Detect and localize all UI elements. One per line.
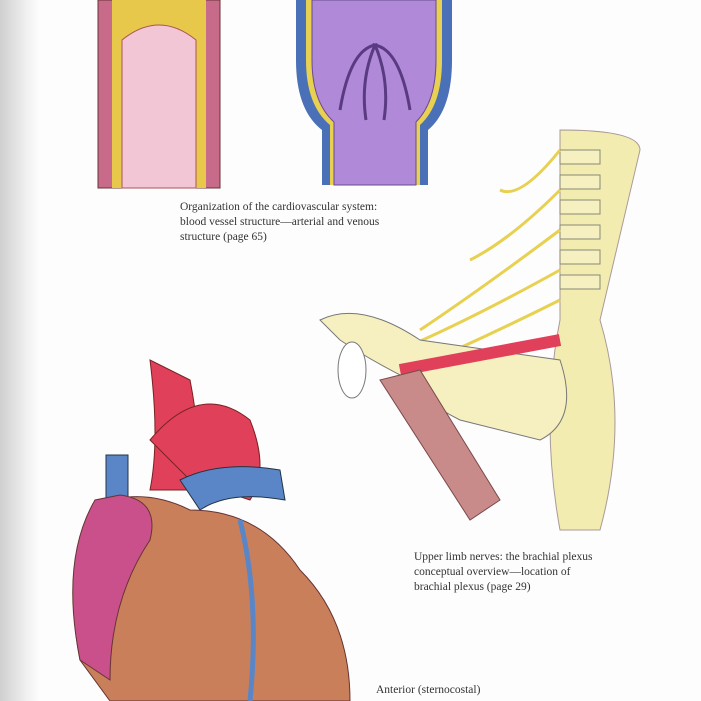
vein-illustration [296,0,452,186]
caption-line: brachial plexus (page 29) [414,581,531,593]
caption-line: blood vessel structure—arterial and veno… [180,216,380,228]
caption-line: Anterior (sternocostal) [376,684,481,696]
plexus-caption: Upper limb nerves: the brachial plexus c… [414,550,593,595]
caption-line: Upper limb nerves: the brachial plexus [414,551,593,563]
heart-illustration [72,359,351,701]
heart-caption: Anterior (sternocostal) [376,683,480,698]
brachial-plexus-illustration [319,129,641,531]
vessel-caption: Organization of the cardiovascular syste… [180,200,379,245]
artery-illustration [97,0,221,189]
caption-line: conceptual overview—location of [414,566,571,578]
page-gutter-shadow [0,0,40,701]
caption-line: Organization of the cardiovascular syste… [180,201,378,213]
caption-line: structure (page 65) [180,231,267,243]
